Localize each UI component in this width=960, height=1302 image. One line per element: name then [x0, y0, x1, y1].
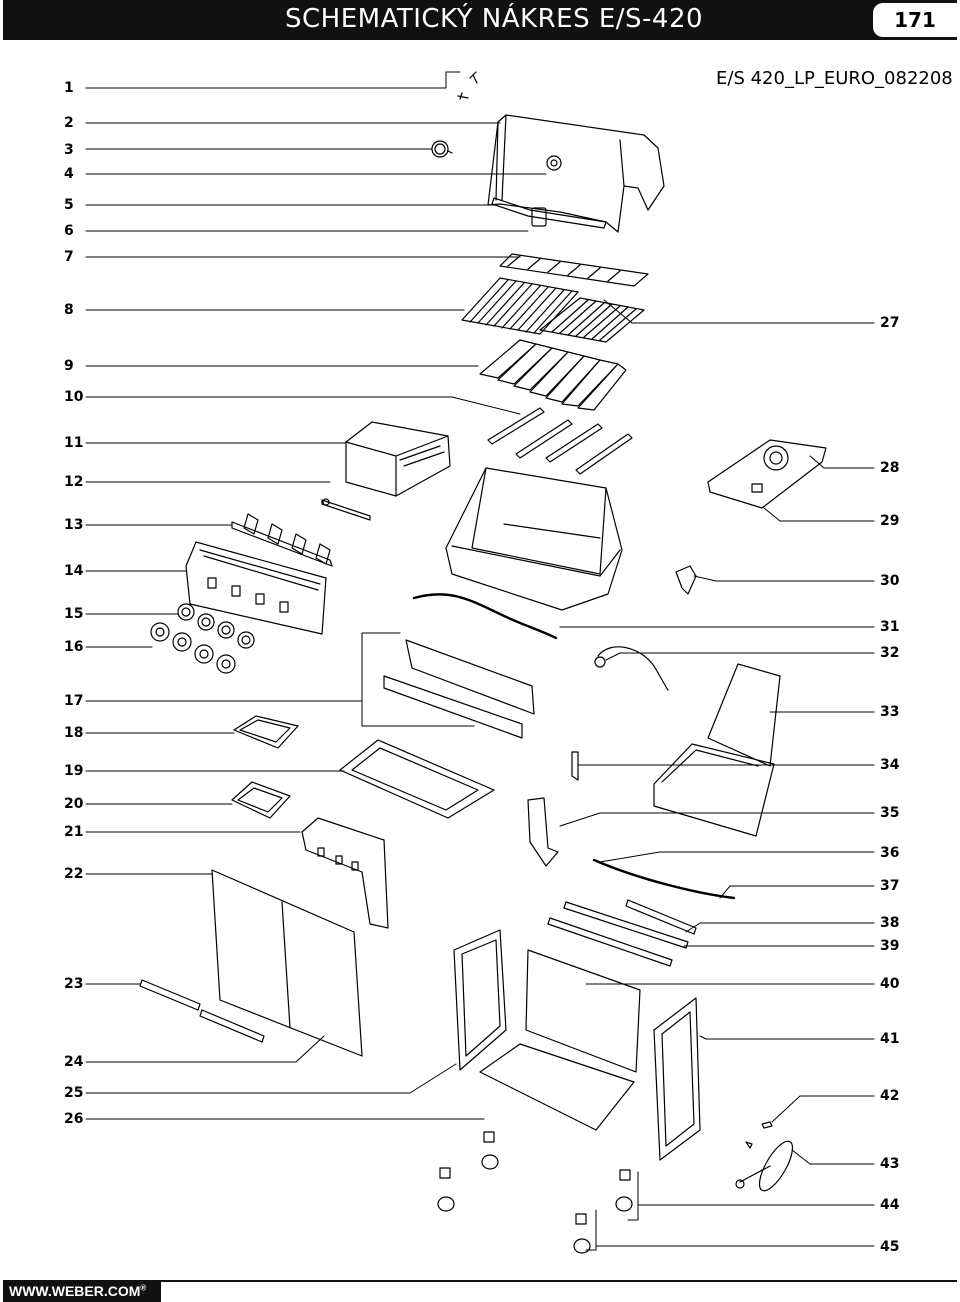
cabinet-back-panel	[525, 949, 641, 1073]
callout-29: 29	[880, 513, 900, 529]
callout-40: 40	[880, 976, 900, 992]
callout-6: 6	[64, 223, 74, 239]
thermometer-part	[431, 140, 453, 158]
footer-tab	[3, 1280, 161, 1302]
callout-27: 27	[880, 315, 900, 331]
cabinet-frame-left	[453, 929, 507, 1071]
control-panel-part	[185, 541, 327, 635]
cooking-grate-right	[539, 297, 645, 343]
callout-35: 35	[880, 805, 900, 821]
rail-panel-upper	[405, 639, 535, 715]
page-number: 171	[894, 8, 936, 32]
callout-43: 43	[880, 1156, 900, 1172]
callout-33: 33	[880, 704, 900, 720]
callout-31: 31	[880, 619, 900, 635]
callout-25: 25	[64, 1085, 84, 1101]
frame-rail-lower	[547, 901, 689, 967]
callout-2: 2	[64, 115, 74, 131]
cabinet-doors-part	[211, 869, 363, 1057]
braided-hose-part	[412, 593, 558, 640]
callout-36: 36	[880, 845, 900, 861]
footer-url-text: WWW.WEBER.COM	[9, 1283, 141, 1299]
callout-21: 21	[64, 824, 84, 840]
callout-45: 45	[880, 1239, 900, 1255]
side-burner-valve-part	[675, 565, 697, 595]
manifold-part	[231, 513, 333, 567]
callout-4: 4	[64, 166, 74, 182]
screw-parts	[457, 71, 478, 100]
rail-panel-lower	[383, 675, 523, 739]
callout-8: 8	[64, 302, 74, 318]
casters-part	[437, 1131, 633, 1254]
door-handle-part	[139, 979, 265, 1043]
callout-23: 23	[64, 976, 84, 992]
control-knobs-part	[150, 603, 255, 674]
cabinet-screw-part	[761, 1121, 773, 1129]
tool-hook-part	[735, 1140, 794, 1192]
bottom-shelf-part	[479, 1043, 635, 1131]
callout-22: 22	[64, 866, 84, 882]
cookbox-part	[445, 467, 623, 611]
callout-20: 20	[64, 796, 84, 812]
callout-18: 18	[64, 725, 84, 741]
callout-41: 41	[880, 1031, 900, 1047]
callout-24: 24	[64, 1054, 84, 1070]
trademark-symbol: ®	[140, 1283, 147, 1293]
callout-38: 38	[880, 915, 900, 931]
burner-tubes-part	[487, 407, 633, 475]
callout-14: 14	[64, 563, 84, 579]
callout-1: 1	[64, 80, 74, 96]
catch-tray-part	[231, 781, 291, 819]
callout-15: 15	[64, 606, 84, 622]
tank-scale-part	[527, 797, 559, 867]
callout-37: 37	[880, 878, 900, 894]
right-leader-lines	[559, 299, 875, 1251]
callout-28: 28	[880, 460, 900, 476]
callout-30: 30	[880, 573, 900, 589]
side-bracket-part	[301, 817, 389, 929]
crossover-tube-part	[321, 498, 371, 521]
lid-part	[487, 114, 665, 233]
warming-rack-part	[499, 253, 649, 287]
frame-rail-upper	[625, 899, 697, 935]
side-burner-lid-part	[707, 663, 781, 767]
page-header: SCHEMATICKÝ NÁKRES E/S-420 171	[3, 0, 957, 40]
callout-17: 17	[64, 693, 84, 709]
callout-42: 42	[880, 1088, 900, 1104]
callout-12: 12	[64, 474, 84, 490]
heat-shield-part	[345, 421, 451, 497]
callout-44: 44	[880, 1197, 900, 1213]
gas-supply-hose-part	[592, 858, 736, 900]
small-bracket-part	[571, 751, 579, 781]
callout-10: 10	[64, 389, 84, 405]
flavorizer-bars-part	[479, 339, 627, 411]
page-number-badge: 171	[873, 3, 957, 37]
callout-9: 9	[64, 358, 74, 374]
cooking-grate-left	[461, 277, 579, 335]
igniter-hose-part	[594, 646, 669, 691]
callout-3: 3	[64, 142, 74, 158]
callout-11: 11	[64, 435, 84, 451]
callout-26: 26	[64, 1111, 84, 1127]
left-leader-lines	[85, 71, 547, 1120]
callout-5: 5	[64, 197, 74, 213]
side-burner-part	[707, 439, 827, 509]
footer-website-link[interactable]: WWW.WEBER.COM®	[9, 1283, 146, 1299]
cabinet-frame-right	[653, 997, 701, 1161]
callout-34: 34	[880, 757, 900, 773]
callout-16: 16	[64, 639, 84, 655]
callout-39: 39	[880, 938, 900, 954]
callout-19: 19	[64, 763, 84, 779]
callout-13: 13	[64, 517, 84, 533]
drip-tray-small-part	[233, 715, 299, 749]
callout-7: 7	[64, 249, 74, 265]
catch-pan-part	[339, 739, 495, 819]
callout-32: 32	[880, 645, 900, 661]
footer-rule	[3, 1280, 957, 1282]
page-title: SCHEMATICKÝ NÁKRES E/S-420	[285, 4, 704, 34]
model-code: E/S 420_LP_EURO_082208	[716, 68, 953, 89]
side-table-part	[653, 743, 775, 837]
